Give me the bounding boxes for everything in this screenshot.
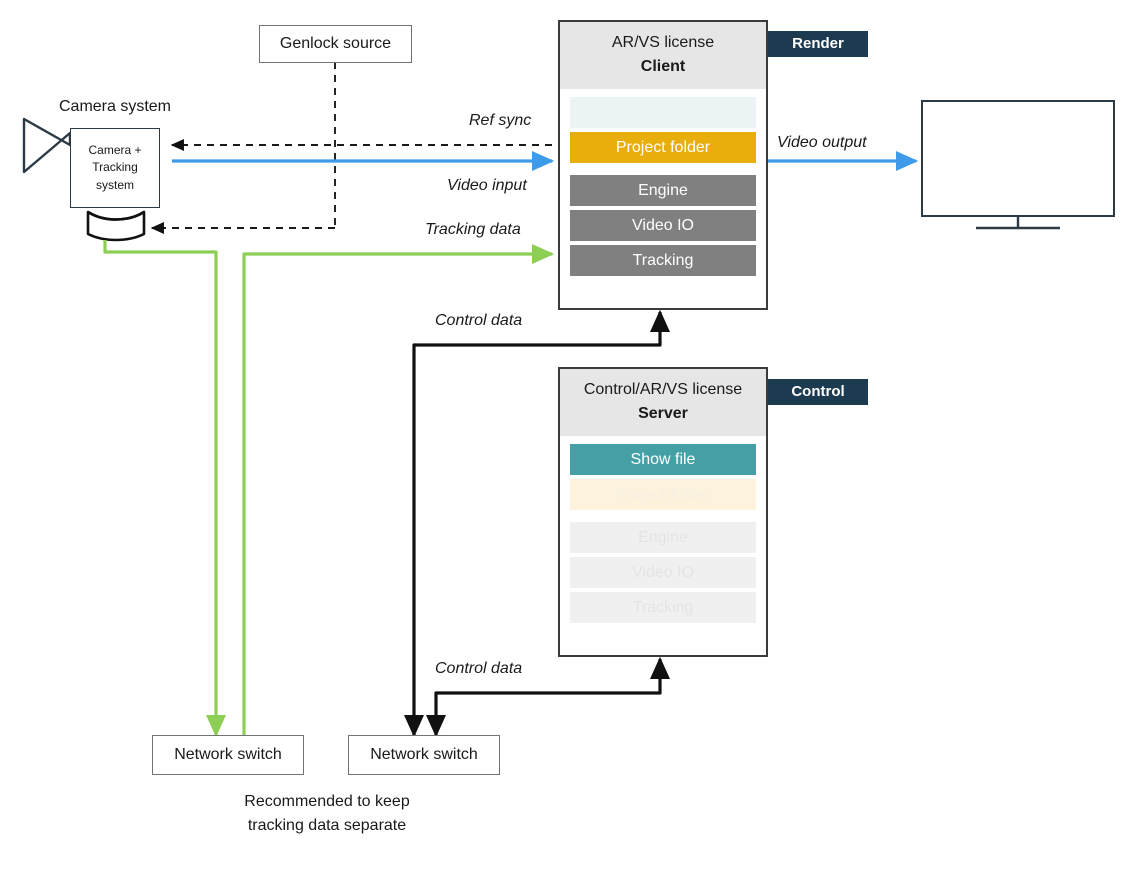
client-node[interactable]: AR/VS license Client Project folder Engi…: [558, 20, 768, 310]
camera-tracking-system-box[interactable]: Camera + Tracking system: [70, 128, 160, 208]
tracking-separate-note: Recommended to keep tracking data separa…: [182, 790, 472, 838]
genlock-source-box[interactable]: Genlock source: [259, 25, 412, 63]
client-row-showfile[interactable]: [570, 97, 756, 129]
genlock-source-label: Genlock source: [279, 35, 392, 52]
monitor-icon: [921, 100, 1115, 230]
client-row-video-io[interactable]: Video IO: [570, 210, 756, 242]
network-switch-right[interactable]: Network switch: [348, 735, 500, 775]
server-row-showfile[interactable]: Show file: [570, 444, 756, 476]
network-switch-left-label: Network switch: [174, 746, 282, 763]
server-row-video-io[interactable]: Video IO: [570, 557, 756, 589]
server-header: Control/AR/VS license Server: [560, 369, 766, 437]
client-role-label: Client: [640, 57, 686, 75]
camera-system-caption: Camera system: [58, 98, 172, 115]
edge-label-control-data-bottom: Control data: [435, 660, 523, 677]
server-license-label: Control/AR/VS license: [583, 381, 743, 398]
network-switch-left[interactable]: Network switch: [152, 735, 304, 775]
camera-body-line-1: Camera +: [88, 142, 142, 157]
client-row-tracking[interactable]: Tracking: [570, 245, 756, 277]
edge-label-video-output: Video output: [777, 134, 867, 151]
network-switch-right-label: Network switch: [370, 746, 478, 763]
camera-body-line-2: Tracking: [92, 160, 138, 175]
server-node[interactable]: Control/AR/VS license Server Show file P…: [558, 367, 768, 657]
note-line-1: Recommended to keep: [244, 793, 410, 810]
client-header: AR/VS license Client: [560, 22, 766, 90]
edge-label-tracking-data: Tracking data: [425, 221, 521, 238]
control-badge: Control: [768, 379, 868, 405]
edge-label-control-data-top: Control data: [435, 312, 523, 329]
client-row-project-folder[interactable]: Project folder: [570, 132, 756, 164]
client-license-label: AR/VS license: [611, 34, 715, 51]
client-row-engine[interactable]: Engine: [570, 175, 756, 207]
note-line-2: tracking data separate: [247, 817, 407, 834]
render-badge: Render: [768, 31, 868, 57]
edge-label-ref-sync: Ref sync: [469, 112, 532, 129]
camera-lens-bowtie-icon: [22, 117, 72, 174]
server-row-engine[interactable]: Engine: [570, 522, 756, 554]
tracking-puck-cylinder-icon: [86, 210, 146, 242]
client-row-list: Project folder Engine Video IO Tracking: [560, 89, 766, 290]
edge-ref-sync: [150, 62, 552, 234]
edge-label-video-input: Video input: [447, 177, 527, 194]
server-row-tracking[interactable]: Tracking: [570, 592, 756, 624]
camera-body-line-3: system: [95, 177, 134, 192]
server-row-list: Show file Project folder Engine Video IO…: [560, 436, 766, 637]
server-row-project-folder[interactable]: Project folder: [570, 479, 756, 511]
server-role-label: Server: [638, 404, 688, 422]
edge-tracking-to-switch: [103, 240, 227, 738]
